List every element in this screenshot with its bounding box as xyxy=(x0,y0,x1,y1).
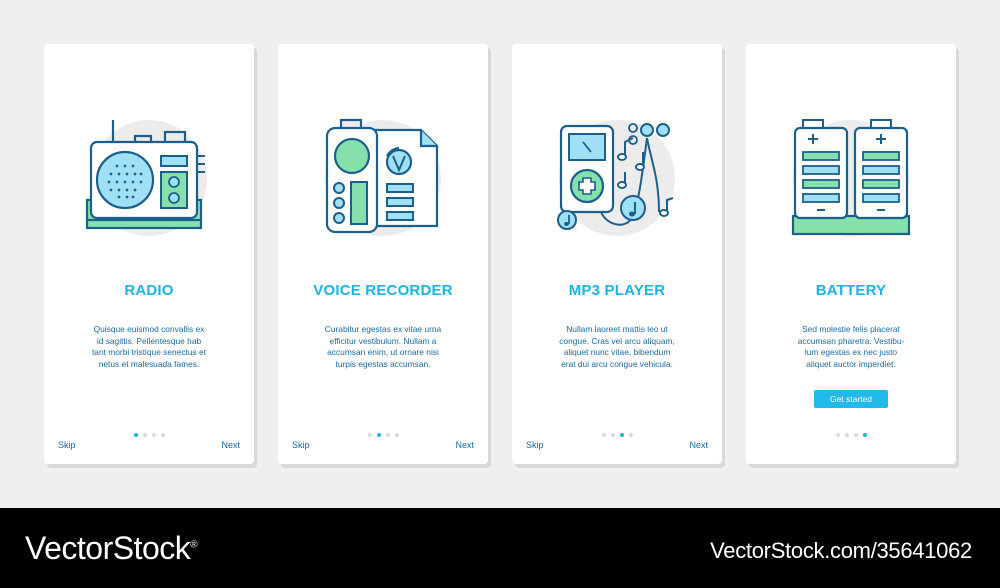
page-dot-2[interactable] xyxy=(142,433,147,437)
screen-title: MP3 PLAYER xyxy=(568,282,666,299)
screen-description: Curabitur egestas ex vitae urna efficitu… xyxy=(324,324,442,369)
get-started-button[interactable]: Get started xyxy=(814,390,888,408)
page-dot-1[interactable] xyxy=(601,433,606,437)
page-dot-4[interactable] xyxy=(862,433,867,437)
voice-recorder-icon xyxy=(325,118,441,236)
page-dot-1[interactable] xyxy=(835,433,840,437)
page-dot-3[interactable] xyxy=(151,433,156,437)
skip-button[interactable]: Skip xyxy=(292,440,310,450)
pagination-dots xyxy=(278,433,488,437)
onboarding-screen-voice-recorder: VOICE RECORDER Curabitur egestas ex vita… xyxy=(278,44,488,464)
page-dot-1[interactable] xyxy=(367,433,372,437)
battery-icon xyxy=(791,119,911,236)
vectorstock-logo: VectorStock® xyxy=(25,530,198,566)
onboarding-screen-mp3-player: MP3 PLAYER Nullam laoreet mattis leo ut … xyxy=(512,44,722,464)
next-button[interactable]: Next xyxy=(689,440,708,450)
screen-title: BATTERY xyxy=(815,282,887,299)
page-dot-4[interactable] xyxy=(628,433,633,437)
watermark-footer: VectorStock® VectorStock.com/35641062 xyxy=(0,508,1000,588)
skip-button[interactable]: Skip xyxy=(526,440,544,450)
page-dot-3[interactable] xyxy=(385,433,390,437)
onboarding-screen-radio: RADIO Quisque euismod convallis ex id sa… xyxy=(44,44,254,464)
next-button[interactable]: Next xyxy=(221,440,240,450)
pagination-dots xyxy=(746,433,956,437)
next-button[interactable]: Next xyxy=(455,440,474,450)
page-dot-3[interactable] xyxy=(619,433,624,437)
screen-description: Quisque euismod convallis ex id sagittis… xyxy=(91,324,207,369)
page-dot-2[interactable] xyxy=(844,433,849,437)
pagination-dots xyxy=(44,433,254,437)
page-dot-1[interactable] xyxy=(133,433,138,437)
page-dot-3[interactable] xyxy=(853,433,858,437)
onboarding-screen-battery: BATTERY Sed molestie felis placerat accu… xyxy=(746,44,956,464)
page-dot-2[interactable] xyxy=(610,433,615,437)
radio-icon xyxy=(85,120,207,236)
page-dot-4[interactable] xyxy=(160,433,165,437)
page-dot-2[interactable] xyxy=(376,433,381,437)
pagination-dots xyxy=(512,433,722,437)
screen-description: Nullam laoreet mattis leo ut congue. Cra… xyxy=(559,324,675,369)
page-dot-4[interactable] xyxy=(394,433,399,437)
screen-title: VOICE RECORDER xyxy=(313,282,453,299)
screen-description: Sed molestie felis placerat accumsan pha… xyxy=(797,324,905,369)
image-credit: VectorStock.com/35641062 xyxy=(710,538,972,563)
screen-title: RADIO xyxy=(124,282,174,299)
mp3-player-icon xyxy=(557,120,675,236)
skip-button[interactable]: Skip xyxy=(58,440,76,450)
